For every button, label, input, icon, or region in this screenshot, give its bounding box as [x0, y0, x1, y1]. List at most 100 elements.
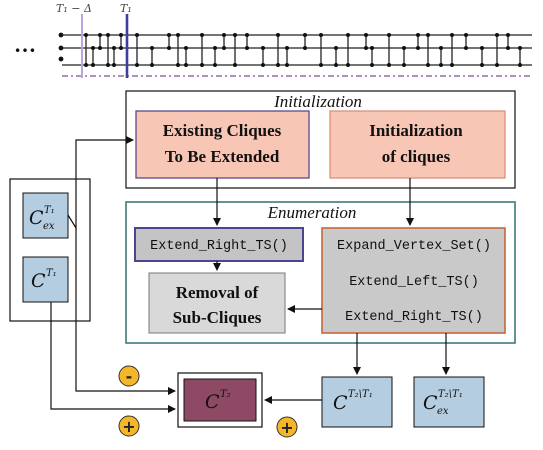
- connectors: [50, 136, 450, 413]
- timeline-node: [135, 33, 139, 37]
- timeline-node: [200, 63, 204, 67]
- timeline-node: [84, 33, 88, 37]
- svg-text:-: -: [126, 367, 133, 386]
- timeline-node: [184, 63, 188, 67]
- timeline-node: [439, 63, 443, 67]
- extend-right-ts-label: Extend_Right_TS(): [150, 239, 288, 254]
- timeline-node: [364, 46, 368, 50]
- c-ex-t1-base: C: [29, 207, 44, 229]
- timeline-node: [150, 46, 154, 50]
- timeline-node: [135, 63, 139, 67]
- arrow-cex-to-c-t2: [75, 228, 176, 395]
- previous-cliques-container: C T₁ ex C T₁: [9, 178, 91, 322]
- timeline-node: [506, 46, 510, 50]
- c-ex-t1-box: C T₁ ex: [22, 192, 69, 239]
- timeline-node: [416, 46, 420, 50]
- timeline-node: [245, 46, 249, 50]
- timeline-node: [222, 46, 226, 50]
- timeline-node: [518, 63, 522, 67]
- c-ex-t1-sub: ex: [43, 221, 55, 232]
- timeline-node: [98, 46, 102, 50]
- timeline-vertical-dots: [58, 32, 64, 62]
- function-extend-left-ts: Extend_Left_TS(): [349, 275, 479, 290]
- c-ex-t2-minus-t1-sup: T₂\T₁: [438, 389, 463, 400]
- enumeration-block: Enumeration Extend_Right_TS() Removal of…: [125, 201, 516, 344]
- timeline-node: [167, 33, 171, 37]
- c-t2-base: C: [205, 391, 220, 413]
- existing-cliques-line1: Existing Cliques: [163, 121, 282, 140]
- c-t2-minus-t1-sup: T₂\T₁: [348, 389, 373, 400]
- timeline-node: [150, 63, 154, 67]
- timeline-node: [276, 33, 280, 37]
- removal-line1: Removal of: [176, 283, 259, 302]
- timeline-node: [387, 33, 391, 37]
- timeline-node: [495, 63, 499, 67]
- timeline-node: [387, 63, 391, 67]
- timeline-node: [416, 33, 420, 37]
- c-ex-t2-minus-t1-box: C T₂\T₁ ex: [413, 376, 485, 428]
- timeline-node: [84, 63, 88, 67]
- c-t1-base: C: [31, 270, 46, 292]
- timeline-node: [518, 46, 522, 50]
- timeline-node: [200, 33, 204, 37]
- timeline-node: [450, 63, 454, 67]
- timeline-node: [233, 33, 237, 37]
- timeline-node: [480, 63, 484, 67]
- timeline-node: [439, 46, 443, 50]
- arrow-cex-to-existing: [67, 136, 134, 231]
- timeline-node: [464, 46, 468, 50]
- existing-cliques-box: Existing Cliques To Be Extended: [135, 110, 310, 179]
- function-expand-vertex-set: Expand_Vertex_Set(): [337, 239, 491, 254]
- timeline-node: [346, 63, 350, 67]
- minus-badge: -: [118, 365, 140, 387]
- timeline-horizontal-lines: [62, 34, 532, 66]
- c-ex-t2-minus-t1-base: C: [423, 392, 438, 414]
- timeline-node: [98, 33, 102, 37]
- c-t2-minus-t1-base: C: [333, 392, 348, 414]
- timeline-node: [112, 46, 116, 50]
- svg-text:+: +: [122, 417, 135, 436]
- window-start-label: T₁ − Δ: [56, 2, 92, 15]
- timeline-node: [91, 63, 95, 67]
- timeline-node: [119, 46, 123, 50]
- timeline-node: [370, 63, 374, 67]
- timeline-node: [370, 46, 374, 50]
- c-ex-t2-minus-t1-sub: ex: [437, 406, 449, 417]
- timeline-node: [450, 33, 454, 37]
- initialization-of-cliques-line2: of cliques: [382, 147, 451, 166]
- timeline-node: [91, 46, 95, 50]
- initialization-of-cliques-line1: Initialization: [369, 121, 463, 140]
- timeline-node: [334, 63, 338, 67]
- timeline-node: [245, 33, 249, 37]
- removal-line2: Sub-Cliques: [173, 308, 262, 327]
- extend-right-ts-box: Extend_Right_TS(): [134, 227, 304, 262]
- timeline-node: [506, 33, 510, 37]
- timeline-node: [176, 33, 180, 37]
- timeline-node: [276, 63, 280, 67]
- initialization-title: Initialization: [273, 92, 362, 111]
- enumeration-title: Enumeration: [267, 203, 357, 222]
- initialization-block: Initialization Existing Cliques To Be Ex…: [125, 90, 516, 189]
- c-t1-box: C T₁: [22, 256, 69, 303]
- timeline-node: [285, 46, 289, 50]
- c-t2-sup: T₂: [220, 389, 231, 400]
- timeline-node: [319, 33, 323, 37]
- timeline-ellipsis: …: [14, 32, 36, 57]
- enumeration-functions-box: Expand_Vertex_Set() Extend_Left_TS() Ext…: [321, 227, 506, 334]
- function-extend-right-ts: Extend_Right_TS(): [345, 310, 483, 325]
- timeline-node: [402, 46, 406, 50]
- timeline-node: [106, 63, 110, 67]
- timeline-node: [364, 33, 368, 37]
- svg-text:+: +: [280, 418, 293, 437]
- plus-badge-left: +: [118, 415, 140, 437]
- removal-of-sub-cliques-box: Removal of Sub-Cliques: [148, 272, 286, 334]
- c-t2-box: C T₂: [177, 372, 263, 428]
- timeline-node: [303, 33, 307, 37]
- timeline: … T₁ − Δ T₁: [14, 2, 532, 78]
- timeline-edges: [84, 33, 522, 67]
- timeline-node: [480, 46, 484, 50]
- timeline-node: [426, 63, 430, 67]
- timeline-node: [402, 63, 406, 67]
- timeline-node: [119, 33, 123, 37]
